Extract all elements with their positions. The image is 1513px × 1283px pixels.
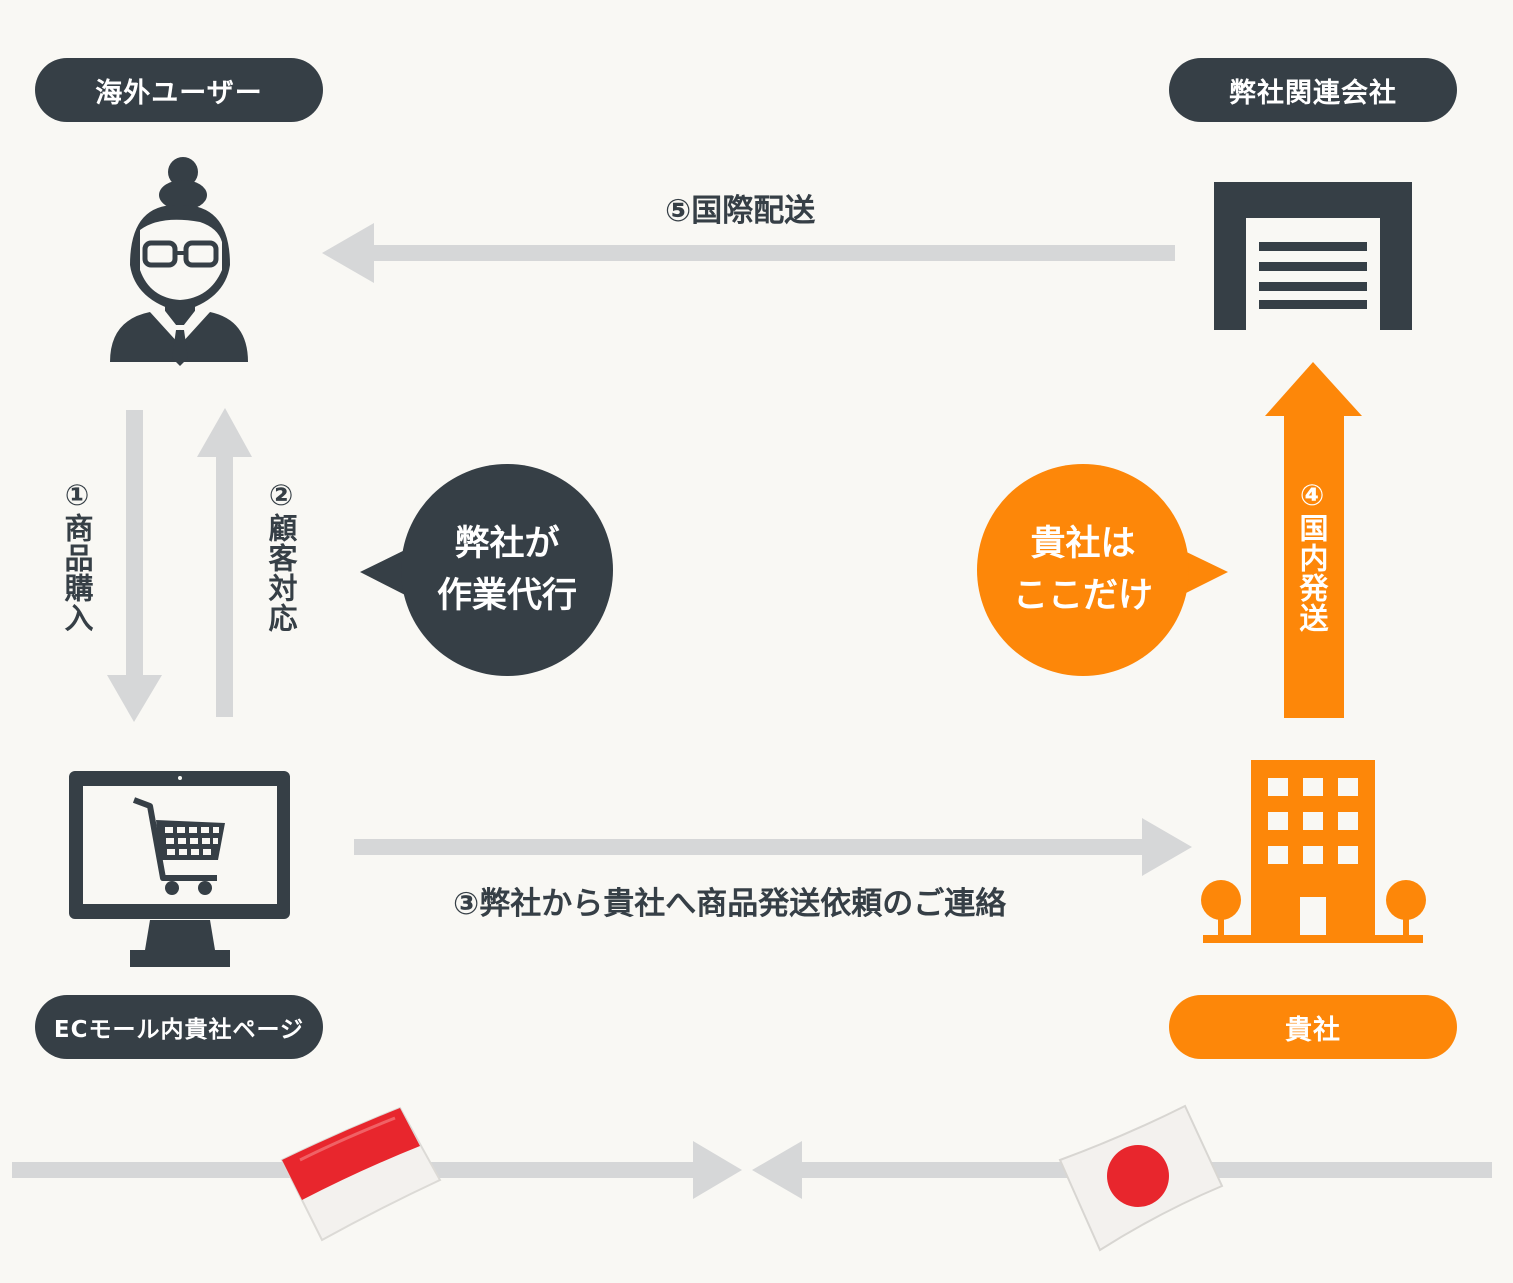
bubble-yours-line1: 貴社は: [1030, 524, 1136, 564]
arrow-international-shipping: [322, 223, 1175, 283]
bubble-yours-line2: ここだけ: [1012, 576, 1153, 616]
businessperson-icon: [110, 157, 248, 366]
step3-label: ③弊社から貴社へ商品発送依頼のご連絡: [453, 886, 1007, 922]
bubble-ours: [360, 464, 613, 676]
japan-flag-icon: [1058, 1104, 1224, 1252]
monitor-shopping-cart-icon: [69, 771, 290, 967]
step1-label: ①商品購入: [60, 478, 94, 633]
arrow-domestic-shipping: [1265, 362, 1362, 718]
country-divider-line: [12, 1141, 1492, 1199]
bubble-ours-text: 弊社が 作業代行: [407, 518, 607, 622]
step2-label: ②顧客対応: [264, 478, 298, 633]
your-company-label: 貴社: [1169, 995, 1457, 1059]
arrow-shipping-request: [354, 818, 1192, 876]
step4-label: ④国内発送: [1295, 478, 1329, 633]
bubble-ours-line1: 弊社が: [454, 524, 560, 564]
bubble-ours-line2: 作業代行: [436, 576, 577, 616]
bubble-yours-text: 貴社は ここだけ: [983, 518, 1183, 622]
overseas-user-label: 海外ユーザー: [35, 58, 323, 122]
warehouse-icon: [1214, 182, 1412, 330]
arrow-purchase: [107, 410, 162, 722]
ec-mall-page-label: ECモール内貴社ページ: [35, 995, 323, 1059]
bubble-yours: [977, 464, 1228, 676]
step5-label: ⑤国際配送: [665, 193, 816, 229]
arrow-customer-support: [197, 408, 252, 717]
affiliate-company-label: 弊社関連会社: [1169, 58, 1457, 122]
office-building-icon: [1201, 760, 1426, 943]
indonesia-flag-icon: [280, 1106, 442, 1242]
